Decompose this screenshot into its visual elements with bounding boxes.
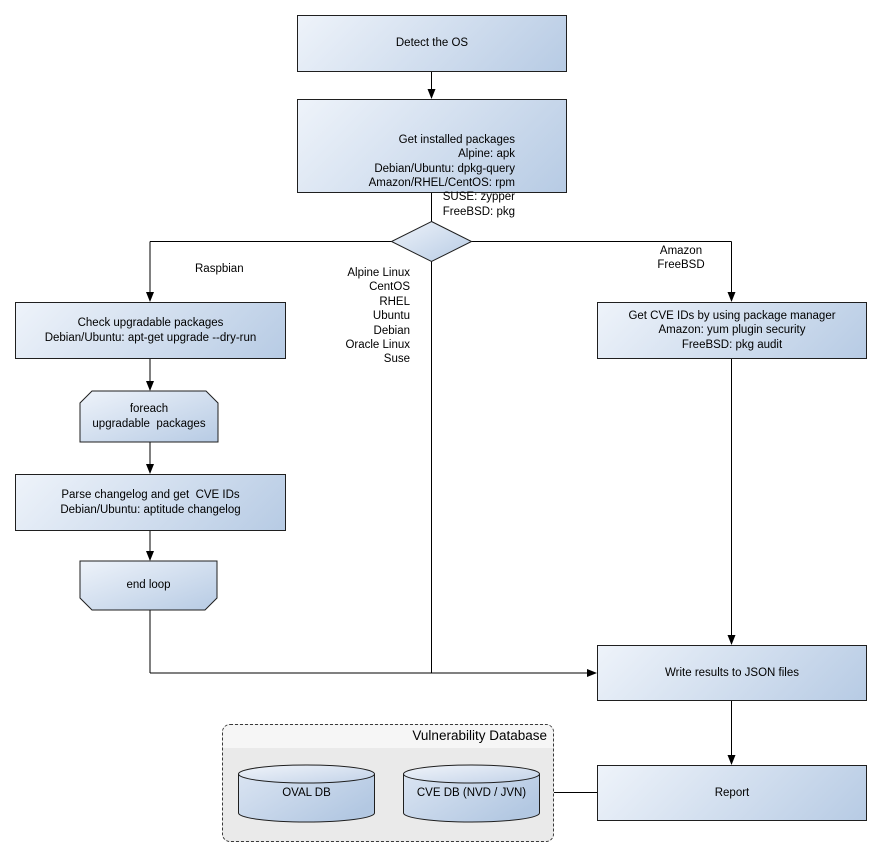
branch-label-os-list: Alpine Linux CentOS RHEL Ubuntu Debian O… [345,267,410,366]
oval-db-label: OVAL DB [282,787,331,799]
node-label: Write results to JSON files [665,666,799,679]
node-get-cve-ids: Get CVE IDs by using package manager Ama… [597,302,867,359]
node-check-upgradable-packages: Check upgradable packages Debian/Ubuntu:… [15,302,286,359]
node-write-results: Write results to JSON files [597,645,867,701]
node-label: Get CVE IDs by using package manager Ama… [628,309,836,351]
node-get-installed-packages: Get installed packages Alpine: apk Debia… [297,99,567,218]
cve-db-cylinder [403,764,540,823]
node-label: Report [714,786,750,799]
end-loop-shape [79,560,218,611]
branch-label-raspbian: Raspbian [195,263,244,275]
vulnerability-database-title: Vulnerability Database [223,725,553,748]
node-foreach-loop: foreach upgradable packages [80,391,218,442]
node-label: Check upgradable packages Debian/Ubuntu:… [44,317,257,344]
node-label: end loop [126,579,171,592]
node-label: Get installed packages Alpine: apk Debia… [368,133,515,218]
node-parse-changelog: Parse changelog and get CVE IDs Debian/U… [15,474,286,531]
node-label: Detect the OS [395,37,469,50]
os-branch-diamond [390,220,473,263]
foreach-loop-shape [79,390,219,443]
node-label: foreach upgradable packages [92,403,206,430]
cve-db-label: CVE DB (NVD / JVN) [416,787,527,799]
node-report: Report [597,765,867,821]
oval-db-cylinder [238,764,375,823]
branch-label-amazon-freebsd: Amazon FreeBSD [657,245,705,272]
node-end-loop: end loop [80,561,217,610]
node-label: Parse changelog and get CVE IDs Debian/U… [60,489,241,516]
node-detect-os: Detect the OS [297,15,567,72]
